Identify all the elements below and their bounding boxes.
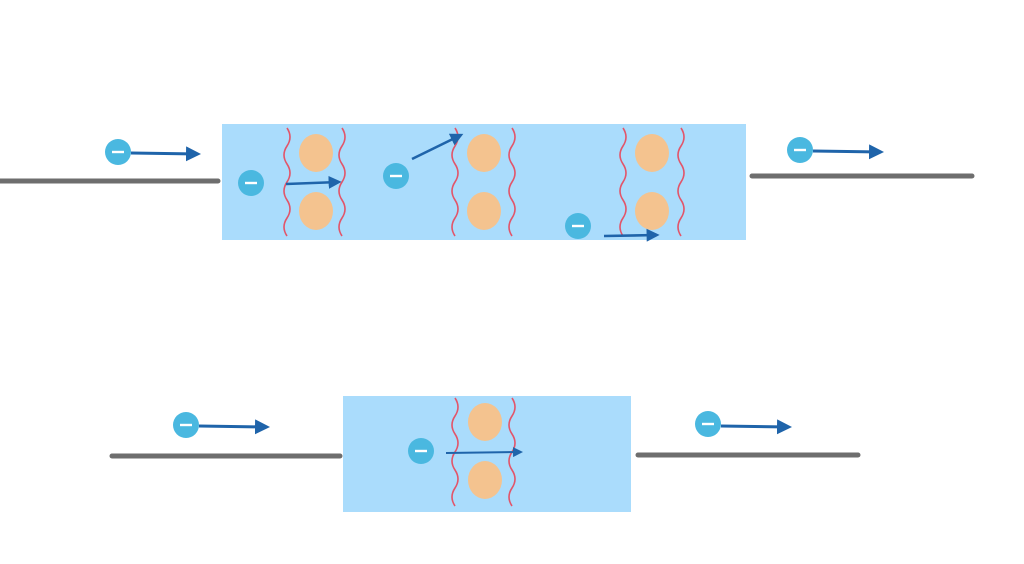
ion-pair: [283, 127, 346, 237]
ion-icon: [635, 192, 669, 230]
arrow-right-icon: [285, 175, 342, 189]
electron-outgoing: [787, 137, 884, 163]
wavy-line-icon: [619, 127, 627, 237]
electron-incoming: [105, 139, 201, 165]
ion-icon: [635, 134, 669, 172]
short-conductor-group: [109, 396, 861, 512]
electron-incoming: [173, 412, 270, 438]
arrow-right-icon: [445, 447, 523, 458]
arrow-right-icon: [720, 419, 792, 435]
ion-pair: [619, 127, 685, 237]
electron-in-conductor: [408, 438, 523, 464]
electron-in-conductor: [383, 133, 464, 189]
arrow-right-icon: [198, 419, 270, 435]
ion-icon: [299, 192, 333, 230]
electron-outgoing: [695, 411, 792, 437]
electron-in-conductor: [238, 170, 342, 196]
ion-pair: [451, 397, 516, 507]
ion-icon: [468, 461, 502, 499]
wavy-line-icon: [451, 127, 459, 237]
ion-icon: [299, 134, 333, 172]
wavy-line-icon: [283, 127, 291, 237]
long-conductor-group: [0, 124, 975, 242]
ion-icon: [467, 192, 501, 230]
arrow-right-icon: [130, 146, 201, 162]
electron-in-conductor: [565, 213, 660, 242]
arrow-right-icon: [603, 228, 660, 242]
ion-icon: [467, 134, 501, 172]
wavy-line-icon: [338, 127, 346, 237]
ion-icon: [468, 403, 502, 441]
arrow-right-icon: [812, 144, 884, 160]
wavy-line-icon: [677, 127, 685, 237]
ion-pair: [451, 127, 516, 237]
arrow-right-icon: [411, 133, 464, 161]
wavy-line-icon: [508, 127, 516, 237]
